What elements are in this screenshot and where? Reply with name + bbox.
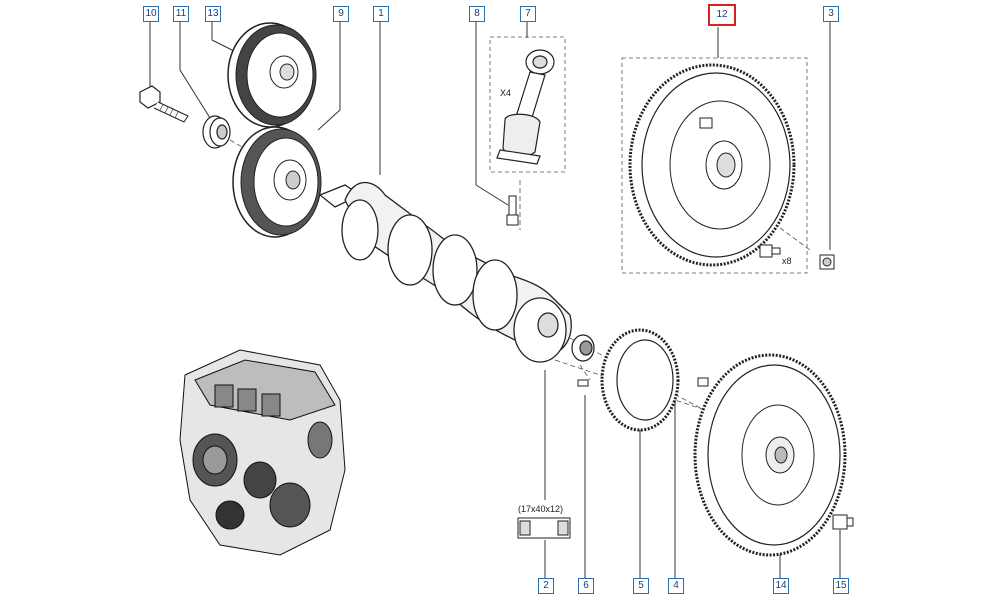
- callout-5[interactable]: 5: [633, 578, 649, 594]
- rod-quantity-label: X4: [500, 88, 512, 98]
- leader-lines: [149, 22, 841, 578]
- bearing-cross-section: [517, 517, 571, 539]
- dual-mass-flywheel-group-box: [621, 57, 808, 274]
- flywheel-bolt-15: [832, 514, 854, 530]
- callout-12-selected[interactable]: 12: [708, 4, 736, 26]
- callout-10[interactable]: 10: [143, 6, 159, 22]
- connecting-rod: [496, 49, 555, 165]
- target-ring: [600, 328, 680, 432]
- callout-4[interactable]: 4: [668, 578, 684, 594]
- target-ring-screw: [697, 377, 709, 387]
- callout-1[interactable]: 1: [373, 6, 389, 22]
- callout-6[interactable]: 6: [578, 578, 594, 594]
- pulley-washer: [202, 115, 231, 149]
- callout-14[interactable]: 14: [773, 578, 789, 594]
- callout-2[interactable]: 2: [538, 578, 554, 594]
- flywheel-bolt: [759, 244, 781, 258]
- crankshaft-pulley-bolt: [139, 85, 189, 123]
- accessory-drive-pulley-rear: [227, 22, 317, 128]
- flywheel-bolt-3: [819, 254, 835, 270]
- dual-mass-flywheel: [628, 63, 796, 267]
- engine-assembly-illustration: [179, 349, 346, 556]
- crankshaft: [318, 182, 572, 363]
- crankshaft-pulley: [232, 126, 322, 238]
- callout-3[interactable]: 3: [823, 6, 839, 22]
- callout-11[interactable]: 11: [173, 6, 189, 22]
- callout-13[interactable]: 13: [205, 6, 221, 22]
- connecting-rod-bolt: [506, 195, 519, 226]
- bearing-size-label: (17x40x12): [518, 504, 564, 514]
- bolt-quantity-label: x8: [782, 256, 792, 266]
- flywheel: [693, 353, 847, 557]
- connecting-rod-group-box: [489, 36, 566, 173]
- pilot-bearing: [571, 334, 595, 362]
- dowel-pin: [577, 379, 589, 387]
- callout-8[interactable]: 8: [469, 6, 485, 22]
- callout-15[interactable]: 15: [833, 578, 849, 594]
- callout-7[interactable]: 7: [520, 6, 536, 22]
- callout-9[interactable]: 9: [333, 6, 349, 22]
